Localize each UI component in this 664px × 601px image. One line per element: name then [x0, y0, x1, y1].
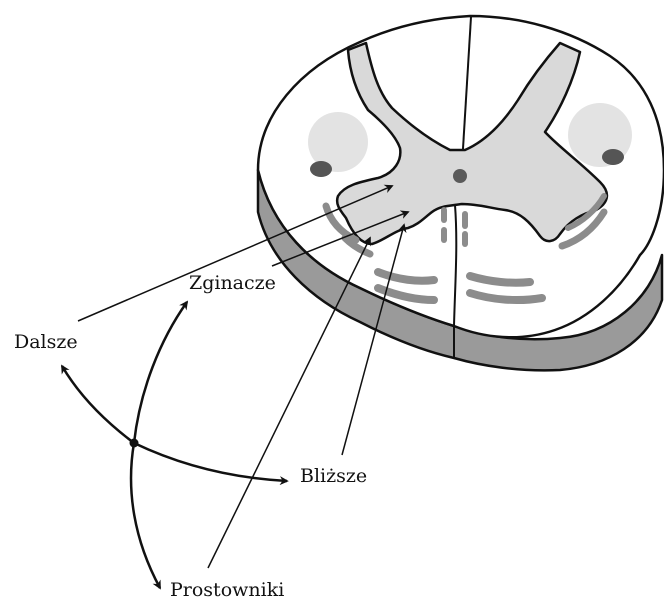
central-canal	[453, 169, 467, 183]
label-distal: Dalsze	[14, 333, 78, 352]
label-flexors: Zginacze	[189, 274, 276, 293]
arrow-to-distal	[62, 366, 134, 443]
orientation-arrows	[62, 302, 287, 588]
right-lateral-dot	[602, 149, 624, 165]
label-proximal: Bliższe	[300, 467, 367, 486]
arrow-to-proximal	[134, 443, 287, 481]
arrow-to-extensors	[131, 443, 160, 588]
arrow-to-flexors	[134, 302, 187, 443]
left-lateral-dot	[310, 161, 332, 177]
label-extensors: Prostowniki	[170, 581, 284, 600]
arrow-origin-dot	[130, 439, 139, 448]
